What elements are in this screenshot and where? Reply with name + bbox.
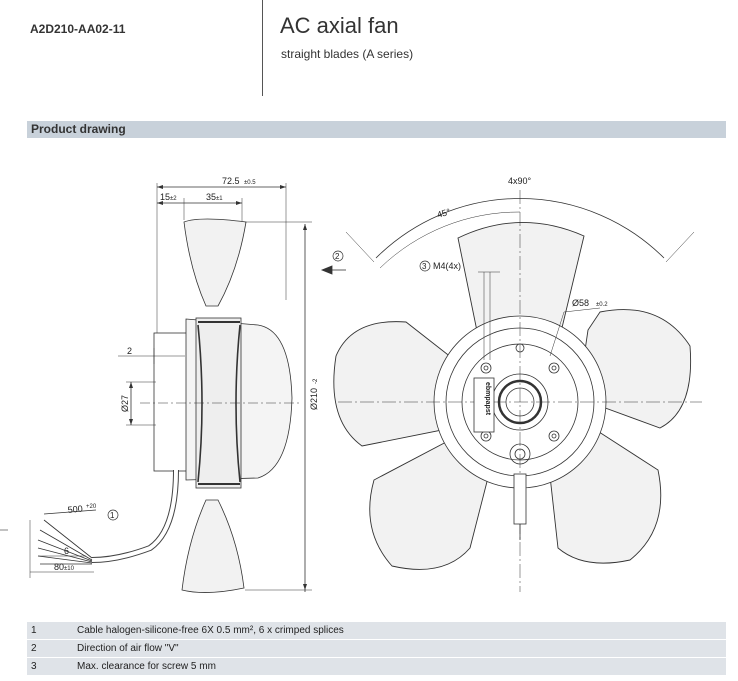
section-bar: Product drawing xyxy=(27,121,726,138)
dim-35-tol: ±1 xyxy=(216,196,223,202)
dim-72-5: 72.5 xyxy=(222,176,240,186)
dim-27: Ø27 xyxy=(120,395,130,412)
legend-row: 3 Max. clearance for screw 5 mm xyxy=(27,657,726,676)
dim-15-tol: ±2 xyxy=(170,196,177,202)
product-title: AC axial fan xyxy=(280,13,399,38)
callout-2: 2 xyxy=(335,252,340,261)
dim-72-5-tol: ±0.5 xyxy=(244,180,256,186)
dim-2: 2 xyxy=(127,346,132,356)
legend-num: 1 xyxy=(27,622,73,640)
angle-45: 45° xyxy=(436,206,452,219)
header-divider xyxy=(262,0,263,96)
dim-210-tol: -2 xyxy=(313,378,319,384)
product-drawing: 72.5 ±0.5 15 ±2 35 ±1 2 Ø27 Ø210 -2 500 … xyxy=(0,176,702,593)
product-subtitle: straight blades (A series) xyxy=(281,47,414,61)
dim-6: 6 xyxy=(64,546,69,556)
thread-m4: M4(4x) xyxy=(433,261,461,271)
dim-58: Ø58 xyxy=(572,298,589,308)
dim-210: Ø210 xyxy=(309,388,319,410)
callout-3: 3 xyxy=(422,262,427,271)
dim-500: 500 xyxy=(67,503,83,515)
callout-1: 1 xyxy=(110,511,115,520)
legend-num: 3 xyxy=(27,657,73,676)
dim-58-tol: ±0.2 xyxy=(596,302,608,308)
dim-15: 15 xyxy=(160,192,170,202)
section-title: Product drawing xyxy=(31,122,126,136)
product-code: A2D210-AA02-11 xyxy=(30,22,126,36)
dim-80: 80 xyxy=(54,562,64,572)
angle-4x90: 4x90° xyxy=(508,176,532,186)
dim-500-tol: +20 xyxy=(86,504,97,510)
legend-row: 1 Cable halogen-silicone-free 6X 0.5 mm²… xyxy=(27,622,726,640)
dim-35: 35 xyxy=(206,192,216,202)
legend-text: Max. clearance for screw 5 mm xyxy=(73,657,726,676)
legend-row: 2 Direction of air flow "V" xyxy=(27,639,726,658)
legend-text: Direction of air flow "V" xyxy=(73,639,726,658)
hub-label: ebmpapst xyxy=(484,382,491,416)
legend-num: 2 xyxy=(27,639,73,658)
legend-text: Cable halogen-silicone-free 6X 0.5 mm², … xyxy=(73,622,726,640)
dim-80-tol: ±10 xyxy=(64,566,75,572)
legend-table: 1 Cable halogen-silicone-free 6X 0.5 mm²… xyxy=(27,622,726,676)
